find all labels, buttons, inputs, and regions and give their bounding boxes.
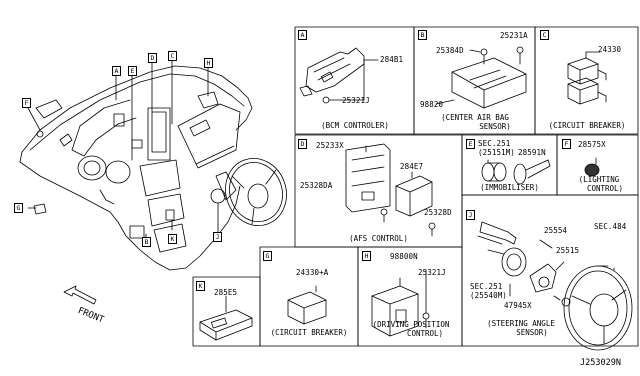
part-25321j-a: 25321J — [342, 96, 370, 105]
panel-h-tag: H — [362, 251, 371, 261]
panel-b-caption-1: (CENTER AIR BAG — [441, 113, 509, 122]
part-28591n: 28591N — [518, 148, 546, 157]
callout-h: H — [204, 58, 213, 68]
panel-h-caption-2: CONTROL) — [406, 329, 444, 338]
part-25233x: 25233X — [316, 141, 344, 150]
part-285e5: 285E5 — [214, 288, 238, 297]
panel-f-drawing — [584, 157, 600, 177]
panel-f-tag: F — [562, 139, 571, 149]
part-47945x: 47945X — [504, 301, 532, 310]
part-284e7: 284E7 — [400, 162, 424, 171]
part-25321j-h: 25321J — [418, 268, 446, 277]
panel-a-tag: A — [298, 30, 307, 40]
part-25540m: (25540M) — [470, 291, 507, 300]
part-sec484: SEC.484 — [594, 222, 627, 231]
panel-g-caption: (CIRCUIT BREAKER) — [270, 328, 348, 337]
panel-g-tag: G — [263, 251, 272, 261]
part-25151m: (25151M) — [478, 148, 515, 157]
callout-d: D — [148, 53, 157, 63]
panel-f-caption-1: (LIGHTING — [578, 175, 620, 184]
callout-e: E — [128, 66, 137, 76]
part-sec251-j: SEC.251 — [470, 282, 503, 291]
panel-f-caption-2: CONTROL) — [586, 184, 624, 193]
panel-b-caption-2: SENSOR) — [479, 122, 511, 131]
panel-d-drawing — [345, 143, 436, 237]
panel-c-caption: (CIRCUIT BREAKER) — [548, 121, 626, 130]
panel-b-drawing — [435, 46, 527, 109]
panel-e-caption: (IMMOBILISER) — [480, 183, 539, 192]
callout-j: J — [213, 232, 222, 242]
part-98820: 98820 — [420, 100, 444, 109]
part-98800n: 98800N — [390, 252, 418, 261]
panel-d-tag: D — [298, 139, 307, 149]
part-25328da: 25328DA — [300, 181, 333, 190]
panel-d-caption: (AFS CONTROL) — [349, 234, 408, 243]
panel-a-drawing — [299, 47, 379, 104]
part-25231a: 25231A — [500, 31, 528, 40]
part-sec251-e: SEC.251 — [478, 139, 511, 148]
panel-e-drawing — [481, 159, 551, 185]
callout-k: K — [168, 234, 177, 244]
part-25554: 25554 — [544, 226, 568, 235]
front-arrow — [63, 285, 97, 305]
part-25384d: 25384D — [436, 46, 464, 55]
panel-g-drawing — [287, 285, 327, 325]
callout-f: F — [22, 98, 31, 108]
part-24330a: 24330+A — [296, 268, 329, 277]
panel-j-tag: J — [466, 210, 475, 220]
part-28575x: 28575X — [578, 140, 606, 149]
panel-c-drawing — [567, 51, 607, 105]
diagram-id: J253029N — [580, 358, 621, 368]
callout-a: A — [112, 66, 121, 76]
panel-frames — [192, 26, 639, 347]
callout-c: C — [168, 51, 177, 61]
panel-j-caption-1: (STEERING ANGLE — [487, 319, 555, 328]
panel-a-caption: (BCM CONTROLER) — [321, 121, 389, 130]
part-25328d: 25328D — [424, 208, 452, 217]
part-284b1: 284B1 — [380, 55, 404, 64]
callout-b: B — [142, 237, 151, 247]
panel-k-drawing — [199, 295, 253, 341]
panel-e-tag: E — [466, 139, 475, 149]
panel-j-caption-2: SENSOR) — [516, 328, 548, 337]
panel-b-tag: B — [418, 30, 427, 40]
part-25515: 25515 — [556, 246, 580, 255]
panel-h-drawing — [371, 269, 430, 337]
panel-c-tag: C — [540, 30, 549, 40]
dashboard-overview — [19, 60, 287, 271]
panel-k-tag: K — [196, 281, 205, 291]
panel-j-drawing — [477, 221, 633, 351]
panel-h-caption-1: (DRIVING POSITION — [372, 320, 450, 329]
callout-g: G — [14, 203, 23, 213]
part-24330: 24330 — [598, 45, 622, 54]
